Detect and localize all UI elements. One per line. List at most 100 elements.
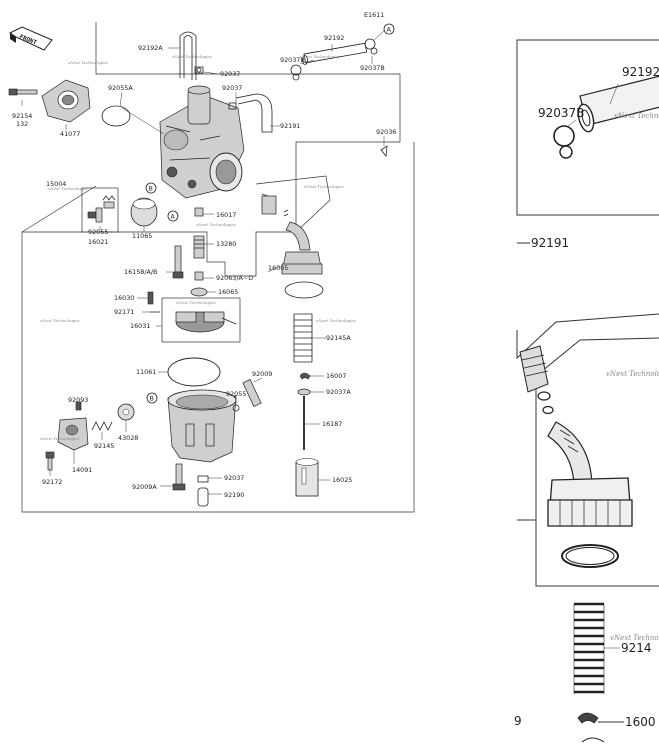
zoom-label-92192: 92192	[622, 65, 659, 79]
figure-code: E1611	[364, 11, 384, 19]
cover-14091	[57, 417, 89, 451]
callout-b-lower: B	[146, 392, 158, 404]
label-92037B: 92037B	[280, 56, 305, 64]
label-15004: 15004	[46, 180, 66, 188]
svg-text:vNext Technologies: vNext Technologies	[48, 186, 88, 191]
label-16025: 16025	[332, 476, 352, 484]
label-92192A: 92192A	[138, 44, 163, 52]
intake-manifold	[41, 79, 91, 123]
label-92093: 92093	[68, 396, 88, 404]
hose-92192A	[179, 31, 197, 80]
label-16007: 16007	[326, 372, 346, 380]
svg-text:vNext Technologies: vNext Technologies	[196, 222, 236, 227]
carburetor-body	[159, 85, 245, 199]
cap-16005-group	[255, 175, 331, 299]
label-92037B-b: 92037B	[360, 64, 385, 72]
label-92009A: 92009A	[132, 483, 157, 491]
zoom-bottom-row: 9 1600	[514, 712, 656, 743]
zoom-label-9214: 9214	[621, 641, 652, 655]
svg-text:vNext Technologies: vNext Technologies	[610, 634, 659, 642]
leader-lines	[21, 44, 385, 495]
float-16031	[161, 297, 241, 343]
clip-92037B-left	[290, 64, 302, 81]
main-jet-92063	[194, 271, 204, 281]
label-92145: 92145	[94, 442, 114, 450]
float-bowl	[167, 389, 237, 463]
label-132: 132	[16, 120, 28, 128]
label-11065: 11065	[132, 232, 152, 240]
callout-b-body: B	[145, 182, 157, 194]
label-16187: 16187	[322, 420, 342, 428]
label-92190: 92190	[224, 491, 244, 499]
bolt-92154	[8, 88, 38, 96]
clip-92037B-right	[364, 38, 378, 55]
label-92037-c: 92037	[224, 474, 244, 482]
label-92172: 92172	[42, 478, 62, 486]
washer-92055	[232, 404, 240, 412]
zoom-label-92191-group: 92191	[517, 236, 569, 250]
zoom-spring-92145: 9214 vNext Technologies	[573, 602, 659, 694]
spring-92145A	[293, 313, 313, 363]
label-16158: 16158/A/B	[124, 268, 157, 276]
label-92171: 92171	[114, 308, 134, 316]
pipe-92192	[302, 42, 368, 65]
gasket-11061	[167, 357, 221, 387]
label-92037: 92037	[220, 70, 240, 78]
label-13280: 13280	[216, 240, 236, 248]
clip-92037A	[297, 388, 311, 396]
jet-16158	[172, 245, 184, 279]
front-arrow-icon: FRONT	[9, 26, 53, 51]
needle-jet-13280	[193, 235, 205, 259]
zoom-label-1600: 1600	[625, 715, 656, 729]
label-16065: 16065	[218, 288, 238, 296]
label-92036: 92036	[376, 128, 396, 136]
svg-text:A: A	[387, 26, 392, 34]
label-16005: 16005	[268, 264, 288, 272]
label-92063: 92063/A~D	[216, 274, 253, 282]
part-labels: 92192A 92037 92037 92191 92192 92037B 92…	[12, 34, 396, 499]
main-frame	[21, 22, 415, 513]
label-41077: 41077	[60, 130, 80, 138]
o-ring-92055A	[101, 105, 131, 127]
svg-text:vNext Technologies: vNext Technologies	[68, 60, 108, 65]
washer-43028	[117, 403, 135, 421]
label-16021: 16021	[88, 238, 108, 246]
throttle-valve-16025	[295, 458, 319, 497]
label-92192: 92192	[324, 34, 344, 42]
svg-text:vNext Technologies: vNext Technologies	[176, 300, 216, 305]
svg-text:vNext Technologies: vNext Technologies	[606, 370, 659, 378]
part-92036	[380, 145, 388, 157]
label-92191: 92191	[280, 122, 300, 130]
label-92055-b: 92055	[226, 390, 246, 398]
zoom-label-9: 9	[514, 714, 522, 728]
label-16030: 16030	[114, 294, 134, 302]
svg-text:vNext Technologies: vNext Technologies	[40, 318, 80, 323]
label-92154: 92154	[12, 112, 32, 120]
zoom-label-92037B: 92037B	[538, 106, 584, 120]
label-92145A: 92145A	[326, 334, 351, 342]
screw-92093	[75, 401, 82, 411]
clip-92037-b	[228, 102, 237, 110]
callout-a-body: A	[167, 210, 179, 222]
clip-16007	[299, 372, 311, 380]
label-92009: 92009	[252, 370, 272, 378]
svg-text:vNext Technologies: vNext Technologies	[172, 54, 212, 59]
jet-16017	[194, 207, 204, 217]
label-43028: 43028	[118, 434, 138, 442]
label-16031: 16031	[130, 322, 150, 330]
svg-text:vNext Technologies: vNext Technologies	[614, 112, 659, 120]
label-14091: 14091	[72, 466, 92, 474]
hose-92191	[235, 93, 273, 133]
svg-text:A: A	[171, 213, 176, 221]
clip-92037-bottom	[197, 475, 209, 483]
callout-a-top: A	[373, 23, 395, 41]
svg-text:vNext Technologies: vNext Technologies	[304, 184, 344, 189]
svg-text:vNext Technologies: vNext Technologies	[316, 318, 356, 323]
cap-11065	[130, 197, 158, 227]
pilot-screw-16021	[81, 187, 119, 233]
screw-92009	[242, 379, 262, 407]
label-16017: 16017	[216, 211, 236, 219]
label-92037A: 92037A	[326, 388, 351, 396]
svg-text:vNext Technologies: vNext Technologies	[40, 436, 80, 441]
